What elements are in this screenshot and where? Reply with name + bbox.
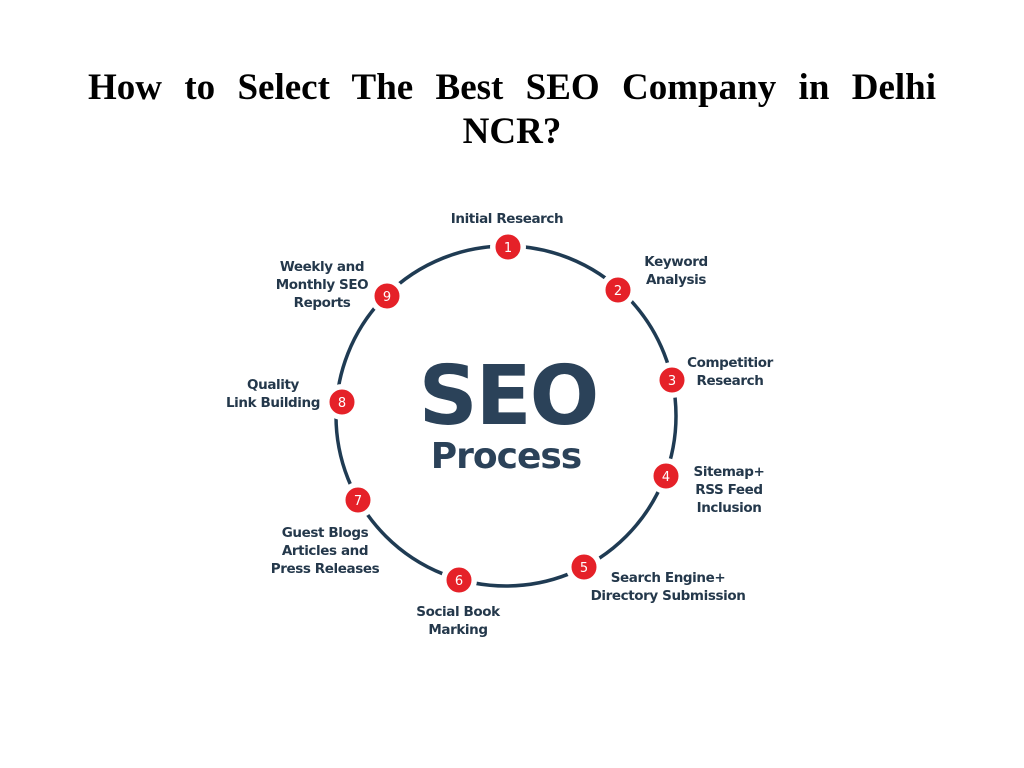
center-title-process: Process — [431, 436, 581, 477]
step-node-2: 2 — [600, 272, 636, 308]
step-label-line: RSS Feed — [695, 482, 762, 498]
step-label-1: Initial Research — [451, 211, 564, 227]
step-label-line: Press Releases — [271, 561, 380, 577]
step-number: 9 — [383, 290, 391, 305]
step-node-3: 3 — [654, 362, 690, 398]
step-node-circle — [443, 564, 475, 596]
step-number: 4 — [662, 470, 670, 485]
step-node-circle — [602, 274, 634, 306]
step-label-line: Quality — [247, 377, 300, 393]
step-number: 5 — [580, 561, 588, 576]
step-node-7: 7 — [340, 482, 376, 518]
step-node-circle — [371, 280, 403, 312]
step-label-5: Search Engine+ Directory Submission — [591, 570, 746, 604]
step-node-circle — [326, 386, 358, 418]
step-label-line: Directory Submission — [591, 588, 746, 604]
step-number: 6 — [455, 574, 463, 589]
step-number: 3 — [668, 374, 676, 389]
step-label-line: Research — [697, 373, 764, 389]
step-node-6: 6 — [441, 562, 477, 598]
step-node-5: 5 — [566, 549, 602, 585]
step-label-line: Reports — [294, 295, 351, 311]
step-label-line: Weekly and — [280, 259, 364, 275]
step-label-line: Sitemap+ — [694, 464, 765, 480]
step-number: 2 — [614, 284, 622, 299]
step-node-1: 1 — [490, 229, 526, 265]
step-node-circle — [568, 551, 600, 583]
step-label-line: Initial Research — [451, 211, 564, 227]
step-number: 8 — [338, 396, 346, 411]
step-label-line: Guest Blogs — [282, 525, 369, 541]
step-nodes: 1 2 3 4 5 6 7 8 9 — [324, 229, 690, 598]
step-node-circle — [656, 364, 688, 396]
step-node-circle — [650, 460, 682, 492]
step-label-line: Monthly SEO — [276, 277, 369, 293]
step-label-line: Competitior — [687, 355, 774, 371]
step-label-line: Social Book — [416, 604, 501, 620]
step-node-circle — [492, 231, 524, 263]
step-label-line: Inclusion — [697, 500, 762, 516]
step-node-4: 4 — [648, 458, 684, 494]
step-number: 7 — [354, 494, 362, 509]
step-node-9: 9 — [369, 278, 405, 314]
step-label-line: Link Building — [226, 395, 320, 411]
step-label-line: Analysis — [646, 272, 706, 288]
step-number: 1 — [504, 241, 512, 256]
step-node-8: 8 — [324, 384, 360, 420]
step-label-line: Marking — [428, 622, 487, 638]
step-label-line: Search Engine+ — [611, 570, 726, 586]
step-node-circle — [342, 484, 374, 516]
step-label-line: Articles and — [282, 543, 368, 559]
step-label-line: Keyword — [644, 254, 707, 270]
slide-title: How to Select The Best SEO Company in De… — [88, 67, 936, 152]
center-title-seo: SEO — [419, 349, 598, 444]
